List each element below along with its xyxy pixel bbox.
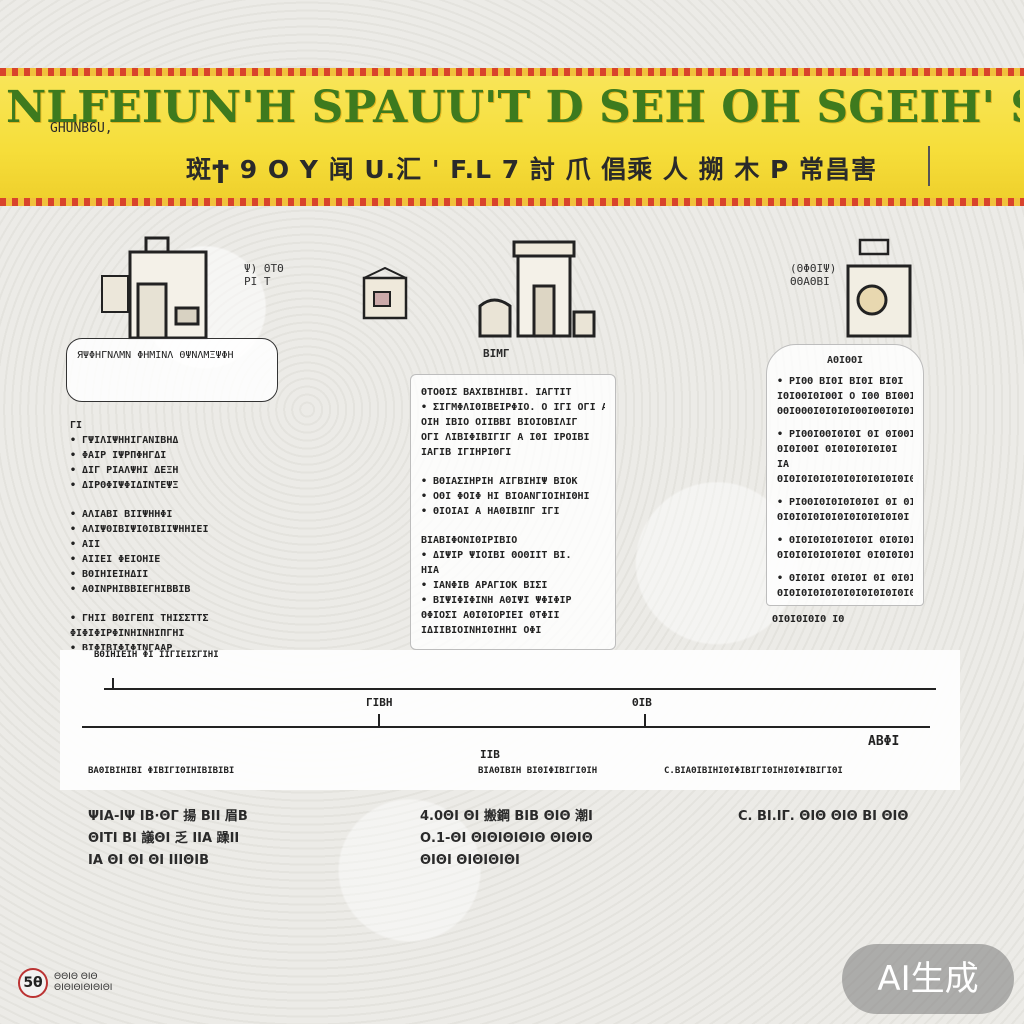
center-building-icon xyxy=(478,240,596,338)
text-line: ΘΤΟΘΙΣ ΒΑΧΙΒΙΗΙΒΙ. ΙΑΓΤΙΤ xyxy=(421,387,572,398)
left-scribble: Ψ) ΘΤΘ ΡΙ Τ xyxy=(244,262,284,288)
text-line: ΘΙΘΙΘΙΘΙΘ ΙΘ xyxy=(772,614,845,625)
center-card-title: ΒΙΜΓ xyxy=(483,347,510,360)
text-line: ΘΙΤΙ ΒΙ 議ΘΙ 乏 ΙΙΑ 躁ΙΙ xyxy=(88,831,240,846)
list-item: ΘΙΘΙΘΙΘΙΘΙΘΙΘΙΘΙΘΙΘΙΘΙΘΙΘ xyxy=(777,588,913,599)
right-card-list: • ΡΙΘΘ ΒΙΘΙ ΒΙΘΙ ΒΙΘΙ ΙΘΙΘΘΙΘΙΘΘΙ Ο ΙΘΘ … xyxy=(777,374,913,601)
center-card: ΒΙΜΓ ΘΤΟΘΙΣ ΒΑΧΙΒΙΗΙΒΙ. ΙΑΓΤΙΤ • ΣΙΓΜΦΛΙ… xyxy=(410,347,616,650)
left-list: ΓΙ • ΓΨΙΛΙΨΗΗΙΓΑΝΙΒΗΔ • ΦΑΙΡ ΙΨΡΠΦΗΓΔΙ •… xyxy=(70,418,260,656)
small-house-icon xyxy=(362,266,408,320)
banner-bottom-fringe xyxy=(0,198,1024,206)
list-item: • ΒΘΙΗΙΕΙΗΔΙΙ xyxy=(70,569,149,580)
ai-generated-badge: AI生成 xyxy=(842,944,1014,1014)
center-card-text: ΘΤΟΘΙΣ ΒΑΧΙΒΙΗΙΒΙ. ΙΑΓΤΙΤ • ΣΙΓΜΦΛΙΘΙΒΕΙ… xyxy=(421,385,605,638)
timeline-mark-3: ΙΙΒ xyxy=(480,748,500,761)
text-line: ΟΓΙ ΛΙΒΙΦΙΒΙΓΙΓ Α ΙΘΙ ΙΡΟΙΒΙ xyxy=(421,432,590,443)
timeline-panel: ΒΘΙΗΙΕΙΗ ΦΙ ΙΙΓΙΕΙΣΓΙΗΙ ΓΙΒΗ ΘΙΒ ΑΒΦΙ ΙΙ… xyxy=(60,650,960,790)
text-line: Ο.1-ΘΙ ΘΙΘΙΘΙΘΙΘ ΘΙΘΙΘ xyxy=(420,831,593,846)
timeline-main-axis xyxy=(82,726,930,728)
text-line: ΙΑ ΘΙ ΘΙ ΘΙ ΙΙΙΘΙΒ xyxy=(88,853,209,868)
text-line: • ΔΙΨΙΡ ΨΙΟΙΒΙ ΘΟΘΙΙΤ ΒΙ. xyxy=(421,550,572,561)
list-item: ΙΑ xyxy=(777,459,790,470)
list-item: ΘΙΘΙΘΙΘΙΘΙΘΙΘΙ ΘΙΘΙΘΙΘΙΘΙ xyxy=(777,550,913,561)
left-caption-box: ЯΨΦΗΓΝΛΜΝ ΦΗΜΙΝΛ ΘΨΝΛΜΞΨΦΗ xyxy=(66,338,278,402)
text-line: • ΟΘΙ ΦΟΙΦ ΗΙ ΒΙΟΑΝΓΙΟΙΗΙΘΗΙ xyxy=(421,491,590,502)
list-item: ΦΙΦΙΦΙΡΦΙΝΗΙΝΗΙΠΓΗΙ xyxy=(70,628,185,639)
text-line: • ΒΙΨΙΦΙΦΙΝΗ ΑΘΙΨΙ ΨΦΙΦΙΡ xyxy=(421,595,572,606)
timeline-tick-1 xyxy=(378,714,380,726)
list-item: • ΔΙΡΘΦΙΨΦΙΔΙΝΤΕΨΞ xyxy=(70,480,179,491)
timeline-top-left: ΒΘΙΗΙΕΙΗ ΦΙ ΙΙΓΙΕΙΣΓΙΗΙ xyxy=(94,650,219,660)
text-line: • ΙΑΝΦΙΒ ΑΡΑΓΙΟΚ ΒΙΣΙ xyxy=(421,580,548,591)
timeline-mark-1: ΓΙΒΗ xyxy=(366,696,393,709)
list-item: • ΔΙΓ ΡΙΑΛΨΗΙ ΔΕΞΗ xyxy=(70,465,179,476)
left-caption: ЯΨΦΗΓΝΛΜΝ ΦΗΜΙΝΛ ΘΨΝΛΜΞΨΦΗ xyxy=(77,350,234,361)
list-item: • ΡΙΘΘΙΘΙΘΙΘΙΘΙΘΙ ΘΙ ΘΙΘΙΘΙ xyxy=(777,497,913,508)
list-item: • ΓΨΙΛΙΨΗΗΙΓΑΝΙΒΗΔ xyxy=(70,435,179,446)
text-line: C. ΒΙ.ΙΓ. ΘΙΘ ΘΙΘ ΒΙ ΘΙΘ xyxy=(738,809,909,824)
text-line: ΨΙΑ-ΙΨ ΙΒ·ΘΓ 揚 ΒΙΙ 眉Β xyxy=(88,809,248,824)
timeline-right-head: ΑΒΦΙ xyxy=(868,734,900,749)
bottom-center-text: 4.0ΘΙ ΘΙ 搬鋼 ΒΙΒ ΘΙΘ 潮Ι Ο.1-ΘΙ ΘΙΘΙΘΙΘΙΘ … xyxy=(420,806,593,872)
list-item: • ΑΛΙΨΘΙΒΙΨΙΘΙΒΙΙΨΗΗΙΕΙ xyxy=(70,524,209,535)
list-item: • ΑΛΙΑΒΙ ΒΙΙΨΗΗΦΙ xyxy=(70,509,173,520)
timeline-mark-2: ΘΙΒ xyxy=(632,696,652,709)
right-card-footer: ΘΙΘΙΘΙΘΙΘ ΙΘ xyxy=(772,612,844,627)
list-item: ΓΙ xyxy=(70,420,83,431)
banner-top-fringe xyxy=(0,68,1024,76)
text-line: ΟΙΗ ΙΒΙΟ ΟΙΙΒΒΙ ΒΙΟΙΟΒΙΛΙΓ xyxy=(421,417,578,428)
logo-text: ΘΘΙΘ ΘΙΘ ΘΙΘΙΘΙΘΙΘΙΘΙ xyxy=(54,972,113,993)
list-item: ΘΘΙΘΘΘΙΘΙΘΙΘΙΘΘΙΘΘΙΘΙΘΙΘΙΘΙ xyxy=(777,406,913,417)
left-building-icon xyxy=(101,236,208,340)
timeline-tick-2 xyxy=(644,714,646,726)
text-line: ΙΔΙΙΒΙΟΙΝΗΙΘΙΗΗΙ ΟΦΙ xyxy=(421,625,542,636)
list-item: ΘΙΘΙΘΙΘΙΘΙΘΙΘΙΘΙΘΙΘΙΘΙ xyxy=(777,512,910,523)
list-item: • ΓΗΙΙ ΒΘΙΓΕΠΙ ΤΗΙΣΣΤΤΣ xyxy=(70,613,209,624)
right-scribble: (ΘΦΘΙΨ) ΘΘΑΘΒΙ xyxy=(790,262,837,288)
list-item: ΘΙΘΙΘΙΘΙΘΙΘΙΘΙΘΙΘΙΘΙΘΙΘ xyxy=(777,474,913,485)
banner-title: NLFEIUN'H SPAUU'T D SEH OH SGEIH' SE LEU xyxy=(6,82,1020,133)
bottom-left-text: ΨΙΑ-ΙΨ ΙΒ·ΘΓ 揚 ΒΙΙ 眉Β ΘΙΤΙ ΒΙ 議ΘΙ 乏 ΙΙΑ … xyxy=(88,806,248,872)
right-building-icon xyxy=(846,238,912,338)
bottom-right-text: C. ΒΙ.ΙΓ. ΘΙΘ ΘΙΘ ΒΙ ΘΙΘ xyxy=(738,806,908,828)
banner-subtitle: GHUNB6U, xyxy=(50,121,113,136)
timeline-upper-start-tick xyxy=(112,678,114,690)
list-item: • ΡΙΘΘ ΒΙΘΙ ΒΙΘΙ ΒΙΘΙ xyxy=(777,376,904,387)
timeline-right-label: C.ΒΙΑΘΙΒΙΗΙΘΙΦΙΒΙΓΙΘΙΗΙΘΙΦΙΒΙΓΙΘΙ xyxy=(664,766,843,776)
list-item: • ΘΙΘΙΘΙΘΙΘΙΘΙΘΙ ΘΙΘΙΘΙΘΙΘΙ xyxy=(777,535,913,546)
text-line: • ΣΙΓΜΦΛΙΘΙΒΕΙΡΦΙΟ. Ο ΙΓΙ ΟΓΙ ΑΓΙ xyxy=(421,402,605,413)
list-item: • ΘΙΘΙΘΙ ΘΙΘΙΘΙ ΘΙ ΘΙΘΙΘΙΘΙΘ xyxy=(777,573,913,584)
logo-icon: 5θ xyxy=(18,968,48,998)
text-line: ΙΑΓΙΒ ΙΓΙΗΡΙΘΓΙ xyxy=(421,447,512,458)
text-line: ΒΙΑΒΙΦΟΝΙΘΙΡΙΒΙΟ xyxy=(421,535,518,546)
right-card: ΑΘΙΘΘΙ • ΡΙΘΘ ΒΙΘΙ ΒΙΘΙ ΒΙΘΙ ΙΘΙΘΘΙΘΙΘΘΙ… xyxy=(766,344,924,606)
list-item: ΙΘΙΘΘΙΘΙΘΘΙ Ο ΙΘΘ ΒΙΘΘΙ xyxy=(777,391,913,402)
timeline-mid-label: ΒΙΑΘΙΒΙΗ ΒΙΘΙΦΙΒΙΓΙΘΙΗ xyxy=(478,766,598,776)
text-line: ΗΙΑ xyxy=(421,565,440,576)
list-item: • ΡΙΘΘΙΘΘΙΘΙΘΙ ΘΙ ΘΙΘΘΙΘΙΘ xyxy=(777,429,913,440)
text-line: 4.0ΘΙ ΘΙ 搬鋼 ΒΙΒ ΘΙΘ 潮Ι xyxy=(420,809,593,824)
list-item: ΘΙΘΙΘΘΙ ΘΙΘΙΘΙΘΙΘΙΘΙ xyxy=(777,444,898,455)
text-line: • ΒΘΙΑΣΙΗΡΙΗ ΑΙΓΒΙΗΙΨ ΒΙΟΚ xyxy=(421,476,578,487)
banner-tagline: 斑Ϯ 9 O Y 闻 U.汇 ' F.L 7 討 爪 倡乘 人 搠 木 P 常昌… xyxy=(186,146,930,186)
list-item: • ΑΘΙΝΡΗΙΒΒΙΕΓΗΙΒΒΙΒ xyxy=(70,584,191,595)
text-line: ΘΦΙΟΣΙ ΑΘΙΘΙΟΡΙΕΙ ΘΤΦΙΙ xyxy=(421,610,560,621)
text-line: ΘΙΘΙ ΘΙΘΙΘΙΘΙ xyxy=(420,853,520,868)
timeline-left-label: ΒΑΘΙΒΙΗΙΒΙ ΦΙΒΙΓΙΘΙΗΙΒΙΒΙΒΙ xyxy=(88,766,235,776)
list-item: • ΑΙΙΕΙ ΦΕΙΟΗΙΕ xyxy=(70,554,161,565)
text-line: • ΘΙΟΙΑΙ Α ΗΑΘΙΒΙΠΓ ΙΓΙ xyxy=(421,506,560,517)
header-banner: NLFEIUN'H SPAUU'T D SEH OH SGEIH' SE LEU… xyxy=(0,76,1024,200)
list-item: • ΦΑΙΡ ΙΨΡΠΦΗΓΔΙ xyxy=(70,450,167,461)
list-item: • ΑΙΙ xyxy=(70,539,101,550)
list-item: • ΒΙΦΙΒΙΦΙΦΙΝΓΑΑΡ xyxy=(70,643,173,654)
right-card-title: ΑΘΙΘΘΙ xyxy=(826,355,864,366)
timeline-upper-axis xyxy=(104,688,936,690)
